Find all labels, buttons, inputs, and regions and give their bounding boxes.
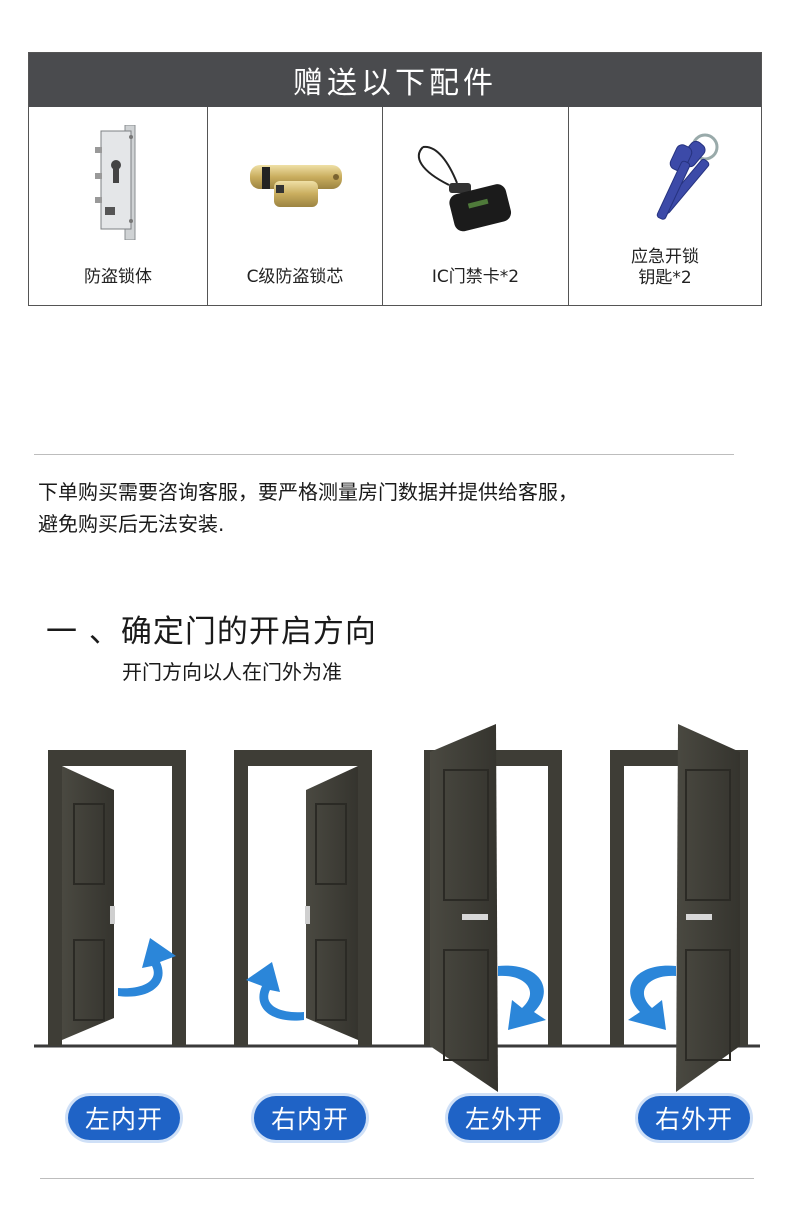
accessories-header: 赠送以下配件 <box>29 53 761 107</box>
accessories-table: 赠送以下配件 防盗锁体 <box>28 52 762 306</box>
notice-line-2: 避免购买后无法安装. <box>38 512 225 536</box>
accessory-label: C级防盗锁芯 <box>246 267 344 287</box>
door-right-outward <box>610 724 748 1092</box>
accessory-emergency-key: 应急开锁 钥匙*2 <box>569 107 761 305</box>
emergency-key-icon <box>656 133 719 220</box>
accessory-ic-card: IC门禁卡*2 <box>383 107 569 305</box>
lock-cylinder-icon <box>250 165 342 207</box>
arrow-icon <box>118 938 176 997</box>
accessory-label: IC门禁卡*2 <box>431 267 520 287</box>
purchase-notice: 下单购买需要咨询客服，要严格测量房门数据并提供给客服， 避免购买后无法安装. <box>38 476 758 540</box>
accessory-lock-cylinder: C级防盗锁芯 <box>208 107 383 305</box>
door-left-inward <box>48 750 186 1046</box>
badge-left-outward: 左外开 <box>448 1096 560 1140</box>
accessory-label: 防盗锁体 <box>84 267 152 287</box>
arrow-icon <box>498 965 546 1030</box>
door-left-outward <box>424 724 562 1092</box>
divider-bottom <box>40 1178 754 1179</box>
accessory-label: 应急开锁 钥匙*2 <box>631 247 699 288</box>
badge-right-outward: 右外开 <box>638 1096 750 1140</box>
lock-body-icon <box>95 125 136 240</box>
accessories-row: 防盗锁体 C级防盗锁芯 <box>29 107 761 305</box>
arrow-icon <box>246 962 304 1021</box>
door-directions: 左内开 右内开 左外开 右外开 <box>0 700 790 1160</box>
doors-illustration <box>34 724 760 1092</box>
divider-top <box>34 454 734 455</box>
section-subtitle: 开门方向以人在门外为准 <box>122 660 342 684</box>
notice-line-1: 下单购买需要咨询客服，要严格测量房门数据并提供给客服， <box>38 480 578 504</box>
arrow-icon <box>628 965 676 1030</box>
badge-right-inward: 右内开 <box>254 1096 366 1140</box>
door-right-inward <box>234 750 372 1046</box>
badge-left-inward: 左内开 <box>68 1096 180 1140</box>
accessory-lock-body: 防盗锁体 <box>29 107 208 305</box>
ic-card-icon <box>417 145 512 232</box>
section-title: 一 、确定门的开启方向 <box>46 614 377 650</box>
